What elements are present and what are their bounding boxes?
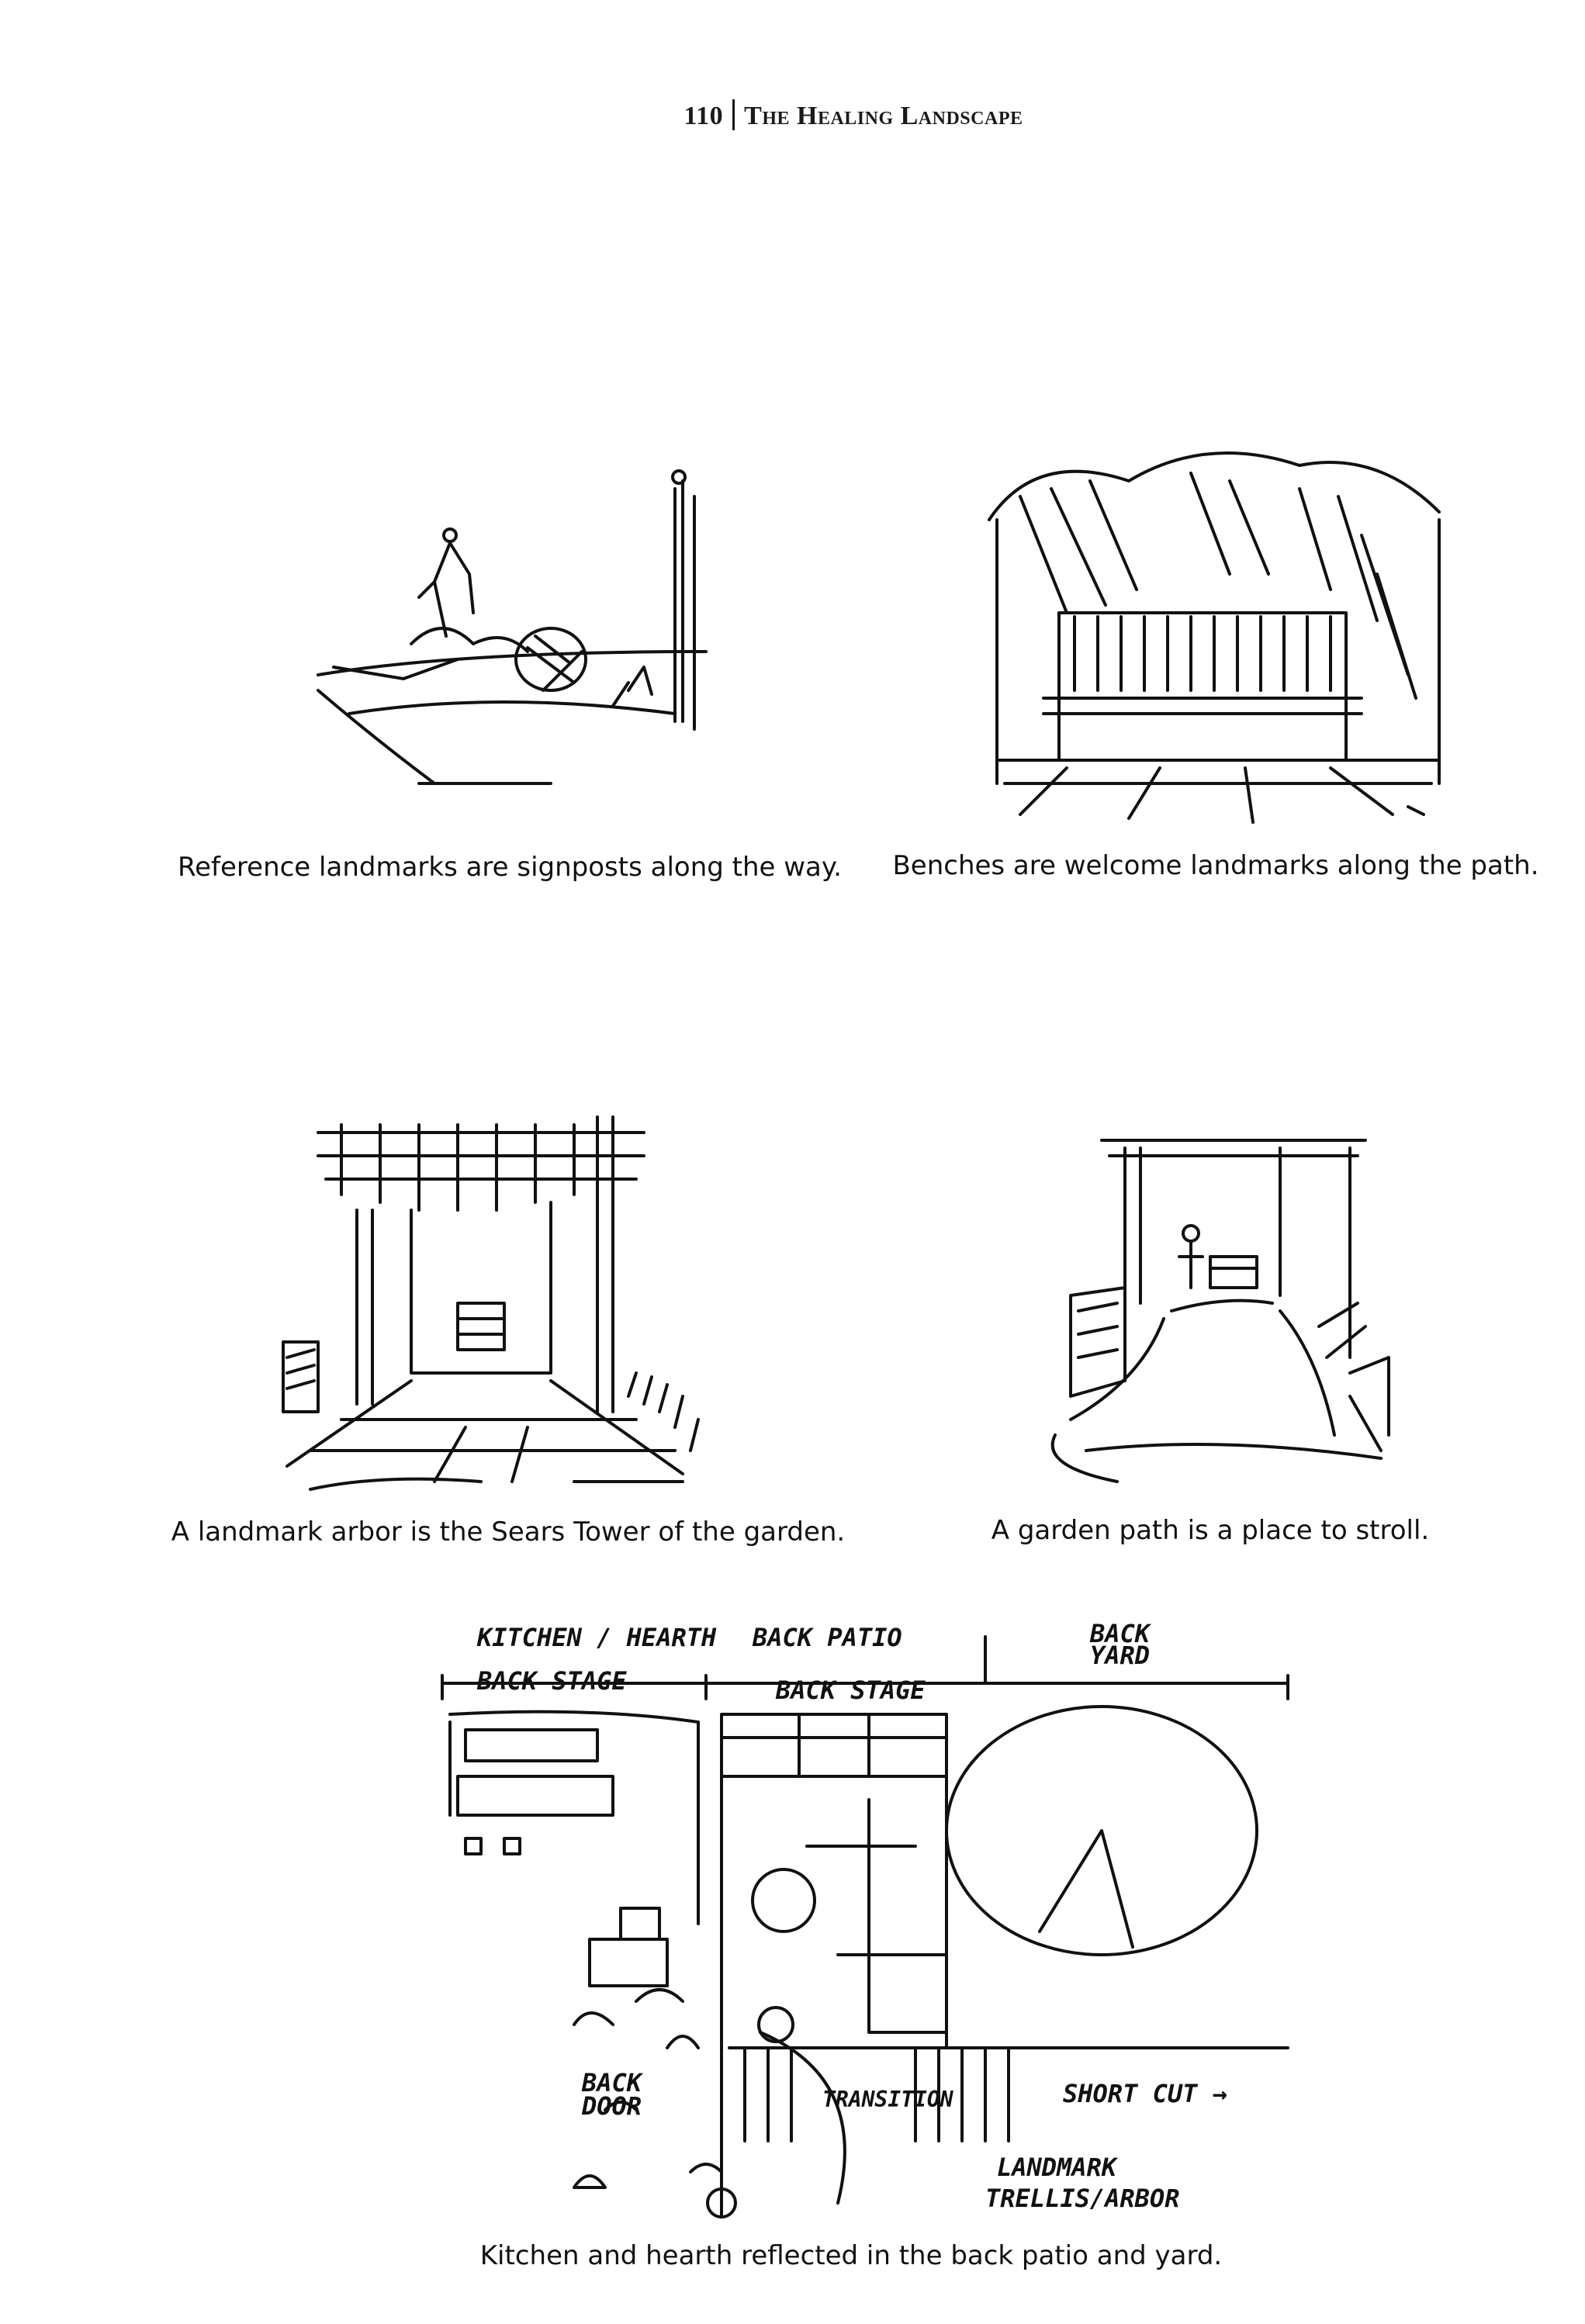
caption-garden-path: A garden path is a place to stroll. (991, 1515, 1430, 1546)
plan-label-back-stage-2: BACK STAGE (776, 1676, 926, 1705)
plan-label-transition: TRANSITION (822, 2087, 953, 2112)
plan-label-trellis: TRELLIS/ARBOR (985, 2184, 1180, 2213)
plan-label-back-door: BACK DOOR (582, 2068, 642, 2121)
plan-label-yard: BACK YARD (1090, 1619, 1151, 1670)
caption-reference-landmarks: Reference landmarks are signposts along … (178, 852, 842, 883)
sketch-site-plan (441, 1635, 1289, 2219)
header-divider (732, 99, 735, 130)
page-number: 110 (683, 102, 724, 130)
plan-label-back-stage-1: BACK STAGE (477, 1666, 627, 1696)
book-title: The Healing Landscape (744, 102, 1023, 130)
caption-site-plan: Kitchen and hearth reflected in the back… (479, 2240, 1223, 2271)
running-header: 110 The Healing Landscape (0, 99, 1585, 131)
plan-label-kitchen: KITCHEN / HEARTH (477, 1623, 717, 1652)
plan-label-patio: BACK PATIO (753, 1623, 902, 1652)
caption-arbor: A landmark arbor is the Sears Tower of t… (171, 1516, 846, 1548)
plan-label-short-cut: SHORT CUT → (1063, 2079, 1227, 2108)
plan-label-landmark: LANDMARK (997, 2153, 1117, 2182)
caption-benches: Benches are welcome landmarks along the … (892, 850, 1539, 881)
sketch-arbor (282, 1115, 700, 1491)
sketch-garden-path (1050, 1139, 1390, 1483)
sketch-reference-landmarks (317, 469, 708, 785)
sketch-bench (988, 451, 1441, 824)
